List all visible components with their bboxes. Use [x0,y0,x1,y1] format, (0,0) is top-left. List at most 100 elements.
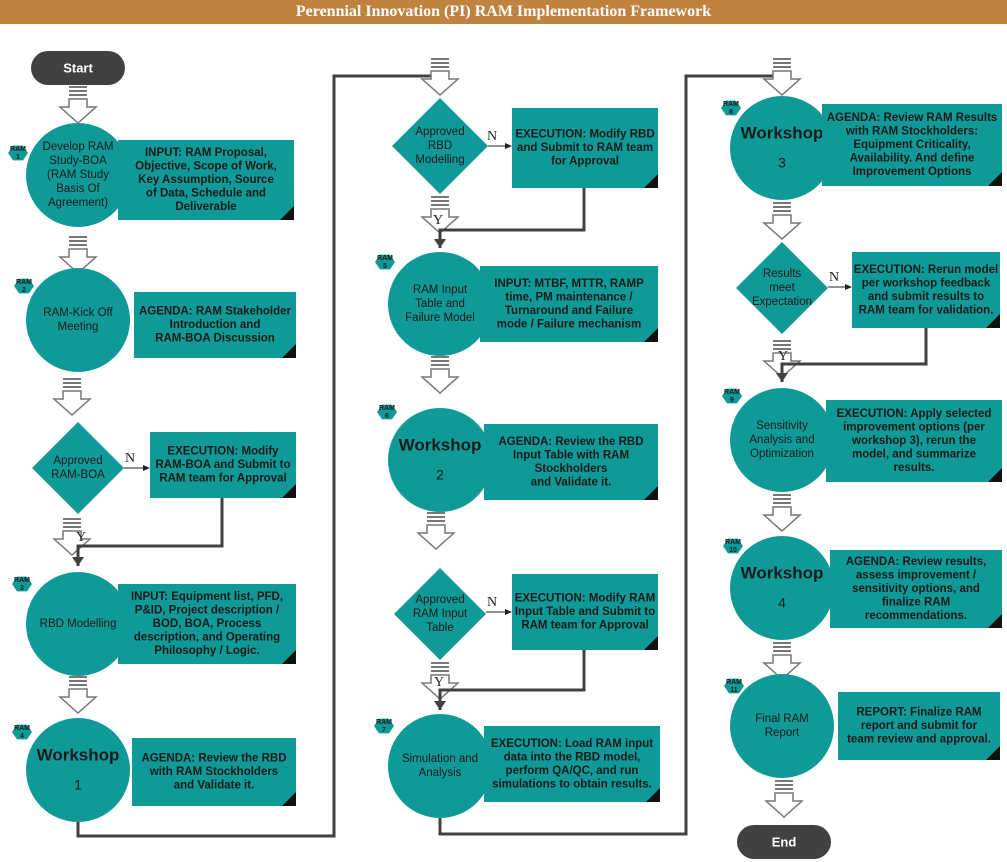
decision2-text-line: RBD [428,140,452,152]
decision2-no-arrow-head-icon [505,143,512,149]
step9-box-text-line: EXECUTION: Apply selected [837,408,992,420]
arrow-stripe [775,780,793,782]
arrow-stripe [773,348,791,350]
step1-box-text-line: Deliverable [175,201,236,213]
decision1-return-line [76,498,224,566]
badge-hexagon-icon [8,145,28,161]
step9-node-text-line: Optimization [750,448,814,460]
arrow-stripe [431,360,449,362]
decision4-box-text-line: and submit results to [868,291,984,303]
step11-node-text-line: Final RAM [755,713,809,725]
start-terminal-shape [31,51,125,85]
badge-number: 7 [382,727,386,734]
arrow-stripe [773,58,791,60]
arrow-stripe [431,356,449,358]
decision3-shape [394,568,486,660]
arrow-col2-top [420,58,460,97]
decision1-return-line-arrowhead-icon [72,557,84,566]
badge-prefix: RAM [725,539,741,546]
arrow-step3-step4 [58,676,98,715]
decision3-return-line [438,650,586,710]
step6-node-number: 2 [436,467,444,483]
badge-hexagon-icon [12,724,32,740]
step11-box-text-line: team review and approval. [847,734,991,746]
badge-prefix: RAM [726,679,742,686]
decision3-box-bg [512,574,658,650]
step3-node-circle [26,572,130,676]
corner-mark [282,792,296,806]
step7-box-bg [484,726,660,802]
down-arrow-icon [52,390,92,417]
arrow-step5-step6 [420,356,460,395]
step7-box-text-line: perform QA/QC, and run [506,765,639,777]
step6-node-circle [388,408,492,512]
step1-box-text-line: Objective, Scope of Work, [135,161,277,173]
corner-mark [280,206,294,220]
badge-hexagon-icon [375,254,395,270]
decision2-box-text-line: for Approval [551,156,619,168]
step5-node-text-line: RAM Input [413,284,468,296]
arrow-stripe [69,90,87,92]
arrow-step6-dec3 [416,512,456,551]
arrow-stripe [773,344,791,346]
arrow-stripe [69,240,87,242]
arrow-stripe [69,236,87,238]
arrow-stripe [773,502,791,504]
arrow-stripe [427,512,445,514]
down-arrow-icon [58,98,98,125]
step10-box-text-line: sensitivity options, and [852,583,980,595]
arrow-step10-step11 [762,642,802,681]
step8-node-circle [730,96,834,200]
step5-node-circle [388,252,492,356]
badge-number: 5 [383,263,387,270]
step5-box-text-line: INPUT: MTBF, MTTR, RAMP [494,278,644,290]
step3-box-text: INPUT: Equipment list, PFD,P&ID, Project… [131,591,283,657]
link-col1-col2 [76,74,438,838]
step2-node-text-line: RAM-Kick Off [43,307,113,319]
corner-mark [644,486,658,500]
step9-box-text-line: results. [894,462,935,474]
arrow-col3-top [762,58,802,97]
decision4-no-label: N [829,270,839,285]
badge-hexagon-icon [724,678,744,694]
step11-box-text-line: report and submit for [861,720,978,732]
corner-mark [644,174,658,188]
step10-box-text: AGENDA: Review results,assess improvemen… [846,556,987,622]
badge-prefix: RAM [14,577,30,584]
decision3-no-arrow-head-icon [505,609,512,615]
decision2-box-text-line: EXECUTION: Modify RBD [515,129,654,141]
step3-box-text-line: description, and Operating [134,632,280,644]
badge-prefix: RAM [377,255,393,262]
arrow-stripe [63,382,81,384]
down-arrow-icon [416,524,456,551]
down-arrow-icon [58,688,98,715]
step9-node-text-line: Analysis and [749,434,814,446]
step8-box-bg [822,104,1002,186]
step2-node-text-line: Meeting [58,321,99,333]
step9-node-text-line: Sensitivity [756,420,808,432]
arrow-stripe [431,662,449,664]
arrow-stripe [431,364,449,366]
decision4-box-text-line: per workshop feedback [862,277,991,289]
step6-box-text-line: Input Table with RAM [513,449,629,461]
badge-number: 3 [20,585,24,592]
down-arrow-icon [764,792,804,819]
decision3-yes-label: Y [434,675,444,690]
